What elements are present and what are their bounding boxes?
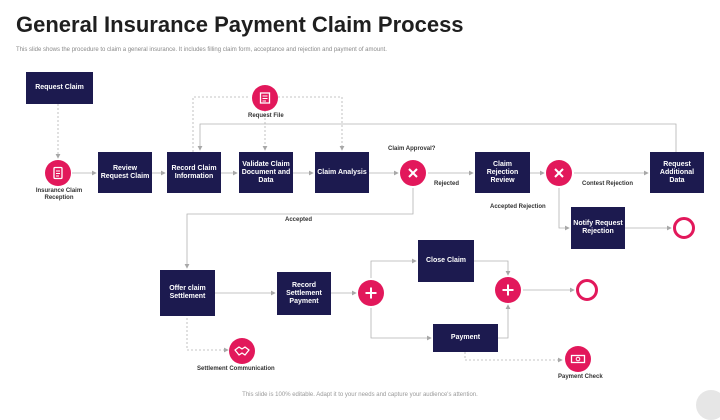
footer-note: This slide is 100% editable. Adapt it to… [242, 392, 478, 398]
split-gateway [358, 280, 384, 306]
contest-rejection-label: Contest Rejection [582, 181, 634, 187]
plus-icon [365, 287, 377, 299]
claim-approval-gateway [400, 160, 426, 186]
offer-claim-settlement-box: Offer claim Settlement [160, 270, 215, 316]
handshake-icon [229, 338, 255, 364]
rejected-label: Rejected [434, 181, 460, 187]
payment-box: Payment [433, 324, 498, 352]
review-request-claim-box: Review Request Claim [98, 152, 152, 193]
request-claim-box: Request Claim [26, 72, 93, 104]
validate-claim-document-box: Validate Claim Document and Data [239, 152, 293, 193]
rejection-review-gateway [546, 160, 572, 186]
record-settlement-payment-box: Record Settlement Payment [277, 272, 331, 315]
close-claim-box: Close Claim [418, 240, 474, 282]
request-file-label: Request File [248, 113, 284, 119]
end-event-payment [576, 279, 598, 301]
page-title: General Insurance Payment Claim Process [16, 12, 464, 37]
record-claim-information-box: Record Claim Information [167, 152, 221, 193]
plus-icon [502, 284, 514, 296]
claim-rejection-review-box: Claim Rejection Review [475, 152, 530, 193]
join-gateway [495, 277, 521, 303]
x-icon [554, 168, 564, 178]
flow-connectors [55, 96, 677, 363]
end-event-rejection [673, 217, 695, 239]
insurance-claim-reception-label: Insurance Claim Reception [35, 188, 83, 201]
corner-decoration [696, 390, 720, 420]
accepted-label: Accepted [285, 217, 313, 223]
page-subtitle: This slide shows the procedure to claim … [16, 47, 387, 53]
payment-check-label: Payment Check [558, 374, 603, 380]
request-additional-data-box: Request Additional Data [650, 152, 704, 193]
claim-analysis-box: Claim Analysis [315, 152, 369, 193]
file-icon [252, 85, 278, 111]
accepted-rejection-label: Accepted Rejection [490, 204, 546, 210]
claim-approval-label: Claim Approval? [388, 146, 436, 152]
notify-request-rejection-box: Notify Request Rejection [571, 207, 625, 249]
document-icon [45, 160, 71, 186]
x-icon [408, 168, 418, 178]
money-icon [565, 346, 591, 372]
settlement-communication-label: Settlement Communication [197, 366, 275, 372]
